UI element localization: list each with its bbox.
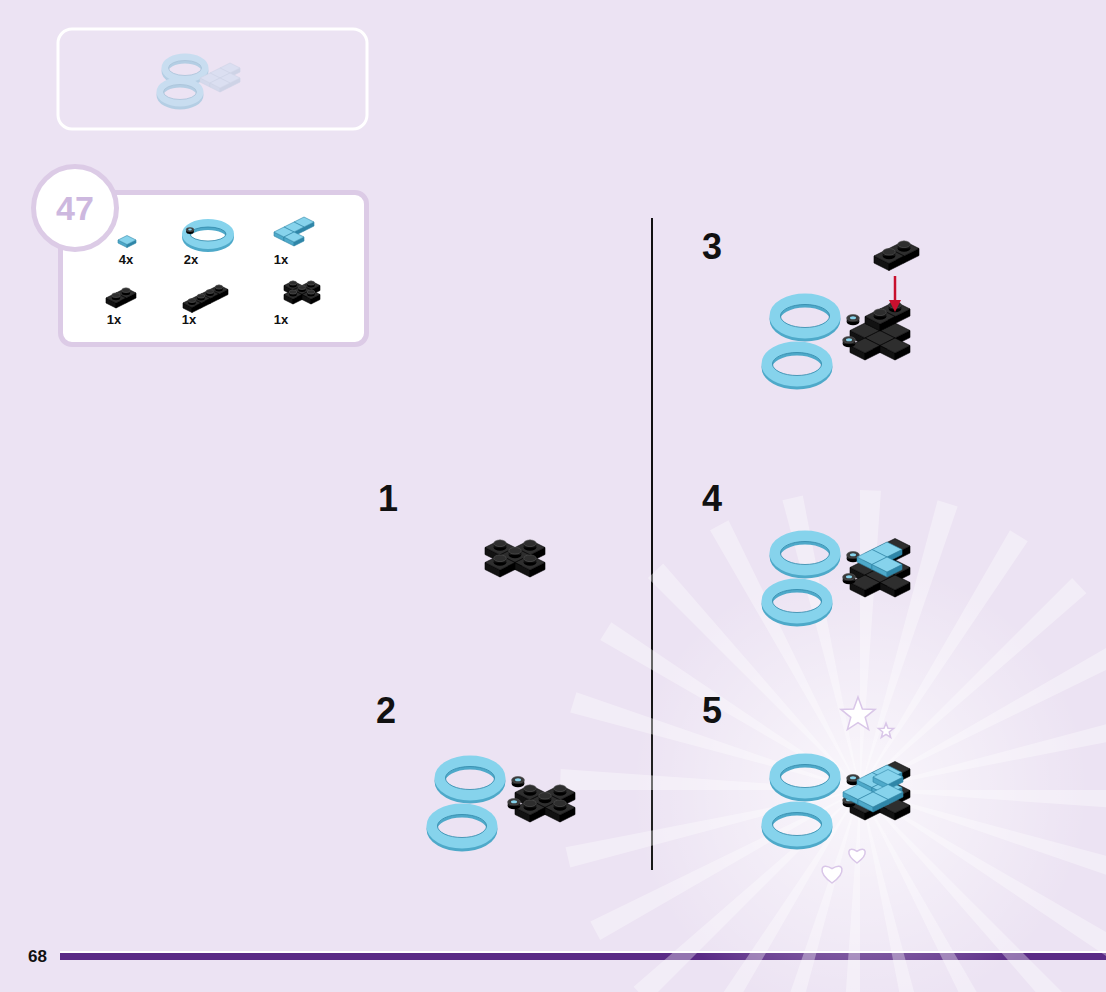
step-number: 1 xyxy=(378,478,398,520)
step-assembly xyxy=(432,761,575,846)
step-number: 5 xyxy=(702,690,722,732)
preview-silhouette xyxy=(160,57,240,106)
step-number: 3 xyxy=(702,226,722,268)
step-assembly xyxy=(767,536,910,621)
step-number: 4 xyxy=(702,478,722,520)
star xyxy=(841,697,875,730)
part-count: 1x xyxy=(274,312,288,327)
parts-icons xyxy=(106,217,320,313)
page-number: 68 xyxy=(28,947,47,967)
step-number: 2 xyxy=(376,690,396,732)
heart xyxy=(822,866,842,883)
sparkle-burst xyxy=(560,490,1106,992)
step-number: 47 xyxy=(56,189,94,228)
part-count: 2x xyxy=(184,252,198,267)
part-count: 1x xyxy=(274,252,288,267)
step-assembly xyxy=(767,759,910,844)
step-assembly xyxy=(767,299,910,384)
step-assembly xyxy=(485,540,545,577)
part-count: 1x xyxy=(107,312,121,327)
part-count: 4x xyxy=(119,252,133,267)
star xyxy=(878,723,893,738)
falling-plate xyxy=(874,241,919,312)
heart xyxy=(849,849,865,863)
preview-box xyxy=(58,29,367,129)
part-count: 1x xyxy=(182,312,196,327)
step-number-circle: 47 xyxy=(31,164,119,252)
